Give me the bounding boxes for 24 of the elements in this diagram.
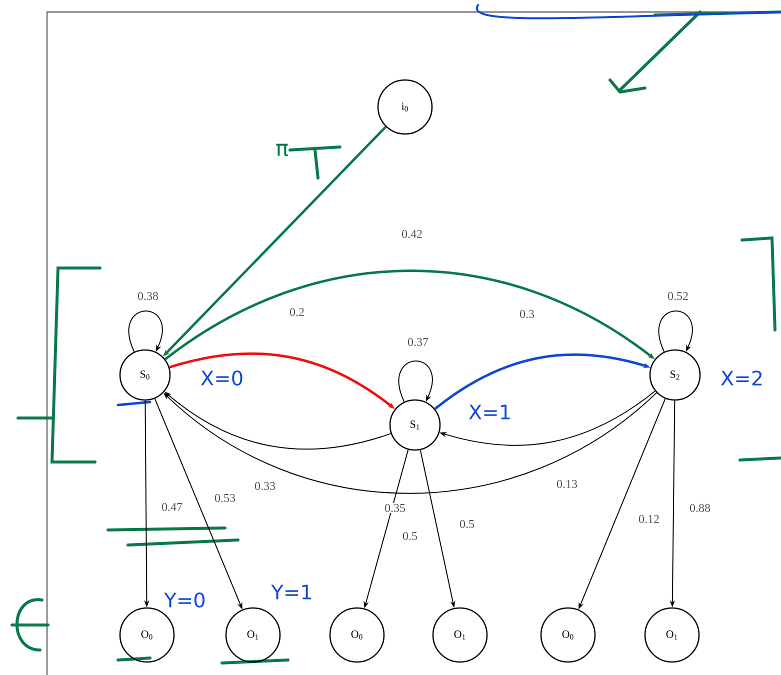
edge-label: 0.2 — [288, 306, 306, 318]
edge-label: 0.12 — [638, 514, 660, 524]
edge-label: 0.35 — [384, 502, 406, 514]
edge-label: 0.37 — [406, 336, 430, 348]
edge-label: 0.88 — [688, 502, 712, 514]
handwritten-note: X=2 — [721, 370, 762, 386]
arrow — [398, 360, 433, 402]
handwritten-note: Y=1 — [271, 584, 312, 600]
edge-label: 0.38 — [136, 290, 160, 302]
edge-label: 0.5 — [402, 530, 418, 542]
edge-label: 0.33 — [254, 480, 276, 492]
edge-label: 0.52 — [666, 290, 690, 302]
handwritten-note: X=1 — [469, 404, 510, 420]
edge-label: 0.5 — [458, 518, 476, 530]
edge-label: 0.3 — [518, 308, 536, 320]
edge-label: 0.47 — [160, 502, 184, 512]
handwritten-note: π — [276, 144, 288, 156]
arrow — [128, 310, 163, 352]
handwritten-note: X=0 — [201, 370, 242, 386]
edge-label: 0.42 — [400, 228, 424, 240]
handwritten-note: Y=0 — [164, 592, 205, 608]
edge-label: 0.13 — [556, 478, 578, 490]
arrow — [658, 310, 693, 352]
edge-label: 0.53 — [214, 492, 236, 504]
